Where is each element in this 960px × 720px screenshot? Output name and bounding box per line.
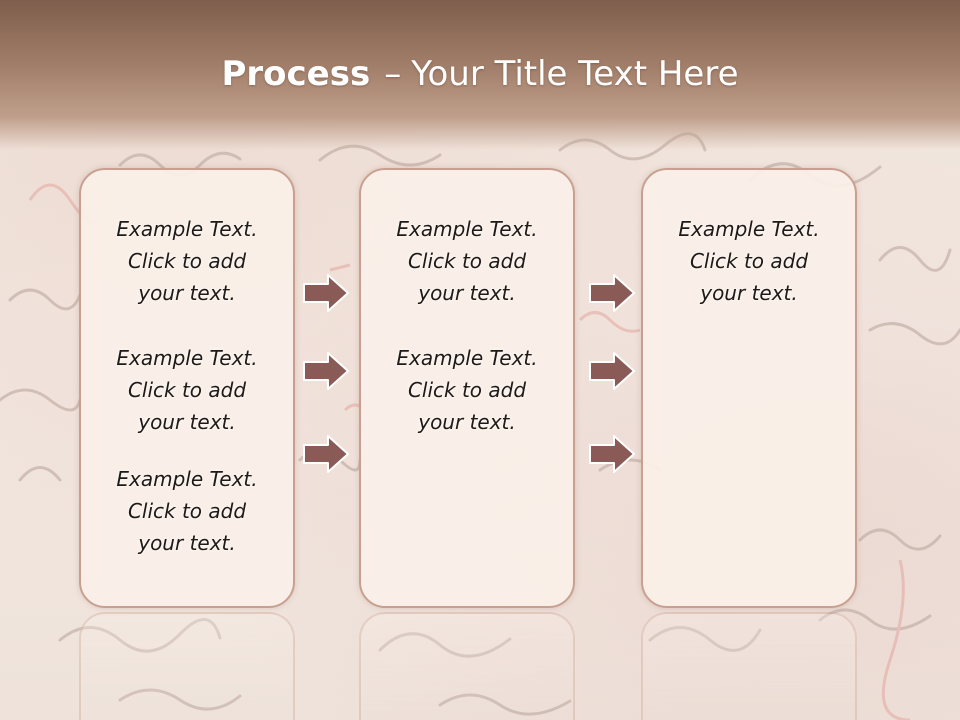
- right-arrow-icon: [303, 352, 349, 390]
- title-rest: Your Title Text Here: [411, 54, 739, 94]
- card-3-text-1[interactable]: Example Text. Click to add your text.: [678, 217, 820, 305]
- process-card-1: Example Text. Click to add your text. Ex…: [79, 168, 295, 608]
- card-1-text-3[interactable]: Example Text. Click to add your text.: [116, 467, 258, 555]
- slide-title[interactable]: Process–Your Title Text Here: [0, 52, 960, 96]
- process-card-2: Example Text. Click to add your text. Ex…: [359, 168, 575, 608]
- header-band: [0, 0, 960, 150]
- right-arrow-icon: [589, 435, 635, 473]
- process-card-3: Example Text. Click to add your text.: [641, 168, 857, 608]
- card-1-text-2[interactable]: Example Text. Click to add your text.: [116, 346, 258, 434]
- right-arrow-icon: [303, 435, 349, 473]
- card-1-text-1[interactable]: Example Text. Click to add your text.: [116, 217, 258, 305]
- card-1-reflection: [79, 612, 295, 720]
- card-2-reflection: [359, 612, 575, 720]
- right-arrow-icon: [589, 274, 635, 312]
- card-3-reflection: [641, 612, 857, 720]
- card-2-text-1[interactable]: Example Text. Click to add your text.: [396, 217, 538, 305]
- right-arrow-icon: [303, 274, 349, 312]
- title-bold: Process: [221, 54, 371, 94]
- right-arrow-icon: [589, 352, 635, 390]
- card-2-text-2[interactable]: Example Text. Click to add your text.: [396, 346, 538, 434]
- title-separator: –: [384, 54, 402, 94]
